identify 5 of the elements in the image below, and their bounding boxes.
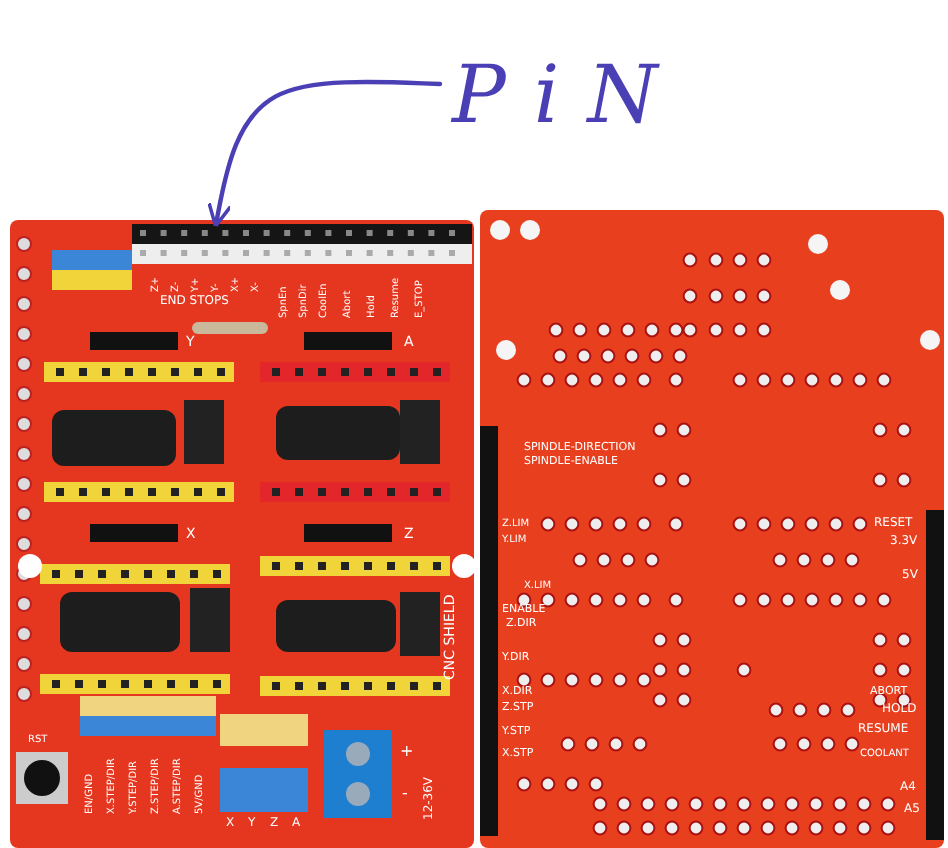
pin-header [132,224,472,264]
handwritten-text: PiN [452,50,686,142]
polarity-label: + [400,744,414,760]
polarity-label: - [402,786,408,802]
arrow [207,79,443,228]
